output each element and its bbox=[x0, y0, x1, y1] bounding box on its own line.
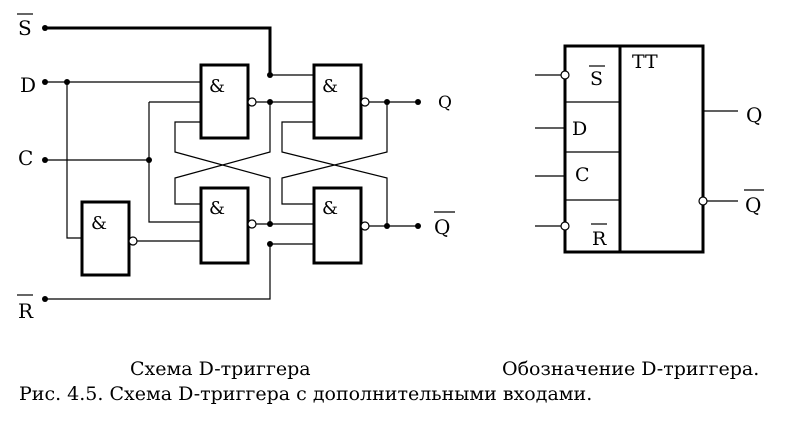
output-q-bar-label: Q bbox=[434, 215, 450, 239]
gate-bottom-right-symbol: & bbox=[322, 198, 338, 219]
symbol-pin-s-bar: S bbox=[590, 68, 603, 90]
feedback-wires bbox=[174, 102, 388, 226]
output-q-label: Q bbox=[438, 93, 452, 113]
symbol-type-label: TT bbox=[632, 51, 658, 73]
gate-bottom-left-symbol: & bbox=[209, 198, 225, 219]
gate-top-right-symbol: & bbox=[322, 76, 338, 97]
caption-symbol: Обозначение D-триггера. bbox=[502, 358, 759, 380]
d-trigger-circuit: S D C R bbox=[17, 13, 455, 323]
symbol-body bbox=[563, 44, 705, 254]
gate-top-right: & bbox=[312, 63, 421, 140]
gate-bottom-right: & bbox=[312, 186, 421, 265]
input-c-label: C bbox=[18, 146, 33, 170]
gate-inverter-symbol: & bbox=[91, 213, 107, 234]
figure-caption: Рис. 4.5. Схема D-триггера с дополнитель… bbox=[19, 383, 592, 405]
symbol-pin-c: C bbox=[575, 164, 590, 186]
symbol-output-q-bar: Q bbox=[745, 193, 761, 217]
input-d-label: D bbox=[20, 73, 36, 97]
gate-bottom-left: & bbox=[199, 186, 314, 265]
r-bar-wire bbox=[42, 244, 271, 302]
gate-inverter: & bbox=[80, 200, 201, 277]
gate-top-left-symbol: & bbox=[209, 76, 225, 97]
c-wire bbox=[42, 101, 201, 223]
s-bar-wire bbox=[42, 25, 272, 75]
symbol-output-q: Q bbox=[746, 103, 762, 127]
gate-top-left: & bbox=[199, 63, 314, 140]
input-r-bar-label: R bbox=[18, 299, 34, 323]
symbol-pin-d: D bbox=[572, 118, 587, 140]
d-wire bbox=[42, 79, 201, 239]
caption-circuit: Схема D-триггера bbox=[130, 358, 311, 380]
symbol-pin-r-bar: R bbox=[592, 228, 607, 250]
d-trigger-symbol: TT S D C R Q Q bbox=[535, 44, 764, 254]
input-s-bar-label: S bbox=[18, 16, 32, 40]
